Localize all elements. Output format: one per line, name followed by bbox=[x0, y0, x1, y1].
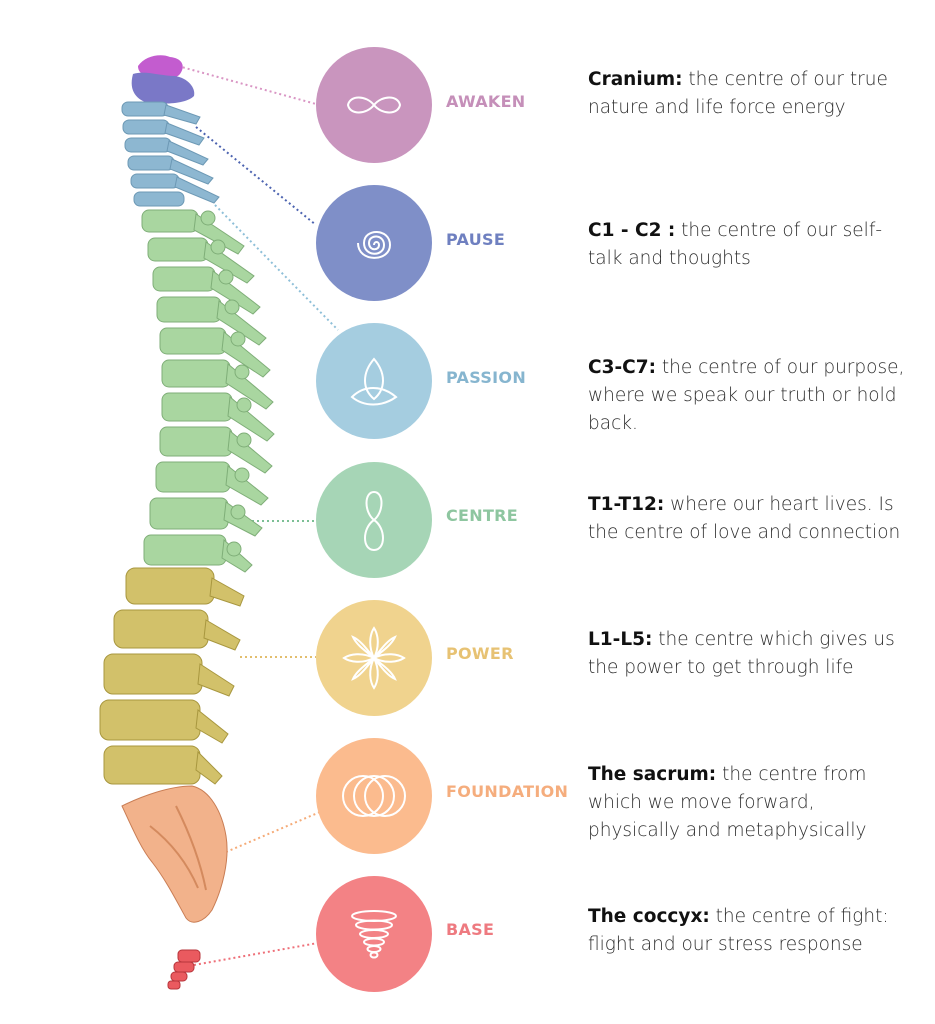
lumbar-vertebrae bbox=[99, 567, 245, 785]
centre-text: where our heart lives. Is the centre of … bbox=[588, 494, 901, 543]
power-term: L1-L5: bbox=[588, 629, 653, 650]
passion-text: the centre of our purpose, where we spea… bbox=[588, 357, 905, 434]
centre-circle bbox=[316, 462, 432, 578]
awaken-circle bbox=[316, 47, 432, 163]
awaken-term: Cranium: bbox=[588, 69, 683, 90]
coccyx-bone bbox=[167, 949, 201, 990]
passion-circle bbox=[316, 323, 432, 439]
figure-eight-icon bbox=[364, 490, 384, 552]
passion-term: C3-C7: bbox=[588, 357, 656, 378]
pause-text: the centre of our self-talk and thoughts bbox=[588, 220, 883, 269]
passion-label: PASSION bbox=[446, 368, 527, 387]
centre-term: T1-T12: bbox=[588, 494, 665, 515]
thoracic-vertebrae bbox=[141, 209, 275, 573]
base-label: BASE bbox=[446, 920, 495, 939]
triquetra-icon bbox=[350, 357, 398, 406]
sacrum-bone bbox=[121, 785, 228, 923]
connector-awaken bbox=[177, 65, 317, 105]
base-description: The coccyx: the centre of fight: flight … bbox=[588, 903, 908, 959]
pause-label: PAUSE bbox=[446, 230, 506, 249]
power-text: the centre which gives us the power to g… bbox=[588, 629, 895, 678]
foundation-description: The sacrum: the centre from which we mov… bbox=[588, 761, 908, 845]
base-text: the centre of fight: flight and our stre… bbox=[588, 906, 889, 955]
power-description: L1-L5: the centre which gives us the pow… bbox=[588, 626, 908, 682]
awaken-description: Cranium: the centre of our true nature a… bbox=[588, 66, 908, 122]
awaken-label: AWAKEN bbox=[446, 92, 526, 111]
foundation-circle bbox=[316, 738, 432, 854]
power-circle bbox=[316, 600, 432, 716]
pause-term: C1 - C2 : bbox=[588, 220, 676, 241]
flower-icon bbox=[342, 626, 406, 690]
base-circle bbox=[316, 876, 432, 992]
foundation-text: the centre from which we move forward, p… bbox=[588, 764, 867, 841]
foundation-label: FOUNDATION bbox=[446, 782, 569, 801]
cervical-vertebrae bbox=[121, 101, 220, 207]
spiral-icon bbox=[357, 231, 392, 259]
base-term: The coccyx: bbox=[588, 906, 710, 927]
awaken-text: the centre of our true nature and life f… bbox=[588, 69, 888, 118]
centre-label: CENTRE bbox=[446, 506, 519, 525]
connector-base bbox=[193, 942, 319, 966]
interlocking-rings-icon bbox=[342, 775, 406, 817]
connector-passion bbox=[214, 204, 339, 331]
passion-description: C3-C7: the centre of our purpose, where … bbox=[588, 354, 908, 438]
infinity-icon bbox=[346, 96, 402, 114]
pause-circle bbox=[316, 185, 432, 301]
connector-pause bbox=[195, 126, 317, 226]
power-label: POWER bbox=[446, 644, 514, 663]
pause-description: C1 - C2 : the centre of our self-talk an… bbox=[588, 217, 908, 273]
cranium-bone bbox=[131, 55, 195, 104]
centre-description: T1-T12: where our heart lives. Is the ce… bbox=[588, 491, 908, 547]
vortex-icon bbox=[351, 910, 397, 959]
foundation-term: The sacrum: bbox=[588, 764, 717, 785]
connector-foundation bbox=[225, 811, 321, 853]
